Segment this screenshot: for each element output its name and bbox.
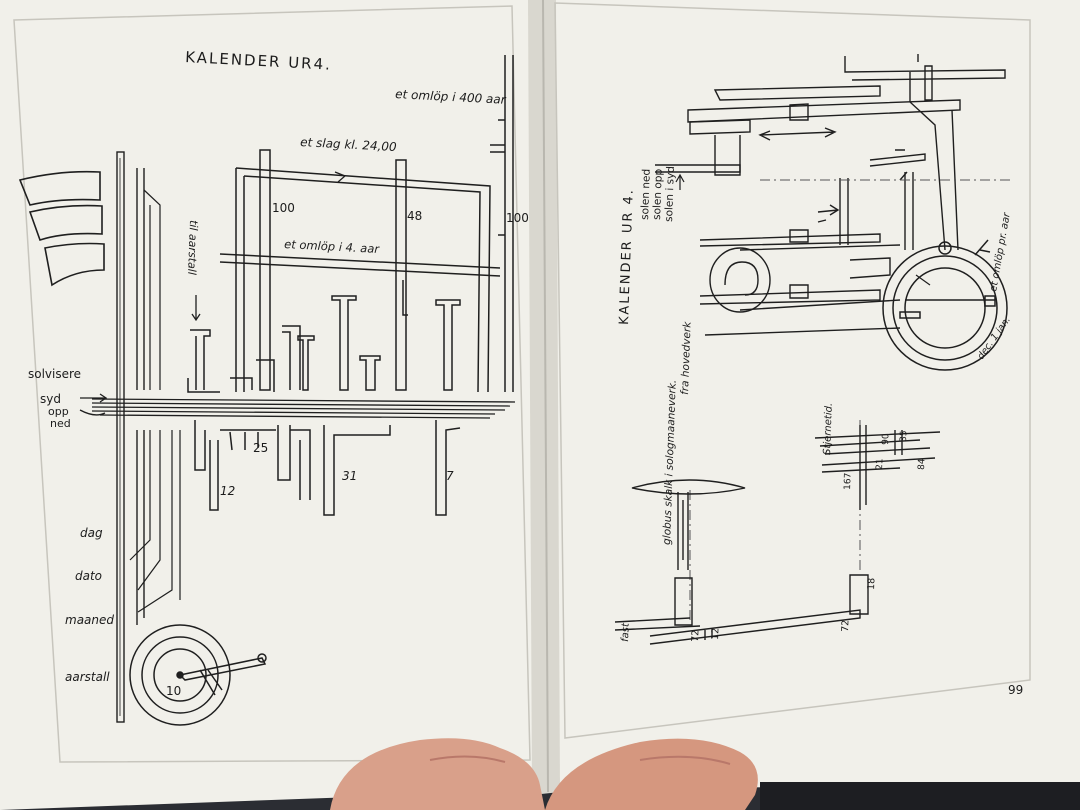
right-title: KALENDER UR 4. xyxy=(617,188,637,325)
label-fast: fast xyxy=(620,622,632,642)
label-globus: globus skalk i sologmaaneverk. xyxy=(661,380,679,546)
lower-wheels xyxy=(194,420,461,516)
book-cover-edge xyxy=(760,782,1080,810)
upper-linkage xyxy=(655,54,1006,251)
gear-21: 21 xyxy=(875,458,885,470)
gear-31: 31 xyxy=(342,469,357,483)
gear-18: 18 xyxy=(866,578,877,590)
gear-12-right: 12 xyxy=(710,628,721,640)
label-stjernetid: Stjernetid. xyxy=(822,403,835,455)
book-spine-shadow xyxy=(528,0,560,795)
label-til-aarstall: til aarstall xyxy=(185,220,200,275)
label-solen-i-syd: solen i syd xyxy=(663,166,677,222)
scale-rails xyxy=(116,151,181,723)
gear-25: 25 xyxy=(253,441,268,455)
gear-7: 7 xyxy=(446,469,454,483)
label-cycle-400: et omlöp i 400 aar xyxy=(395,87,507,107)
gear-167: 167 xyxy=(843,473,854,491)
gear-84: 84 xyxy=(917,458,927,470)
label-dag: dag xyxy=(80,526,103,540)
gear-48: 48 xyxy=(407,209,422,223)
label-fra-hovedverk: fra hovedverk xyxy=(679,321,694,396)
book-gutter xyxy=(542,0,549,793)
label-ned: ned xyxy=(50,417,71,430)
label-cycle-4: et omlöp i 4. aar xyxy=(284,237,381,256)
gear-100-right: 100 xyxy=(506,211,529,225)
year-dial xyxy=(882,239,1008,371)
gear-35: 35 xyxy=(899,430,909,442)
label-maaned: maaned xyxy=(65,613,114,627)
page-number: 99 xyxy=(1008,683,1023,697)
aarstall-dial xyxy=(129,624,267,726)
right-figure-frame xyxy=(554,2,1031,739)
left-figure-frame xyxy=(13,5,531,763)
label-solvisere: solvisere xyxy=(28,367,81,381)
right-labels: solen ned solen opp solen i syd fra hove… xyxy=(620,166,1023,697)
gear-72a: 72 xyxy=(690,630,701,642)
shaft-arrows xyxy=(79,171,347,416)
right-arrows xyxy=(675,173,931,286)
label-opp: opp xyxy=(48,405,69,418)
label-dato: dato xyxy=(75,569,102,583)
main-shaft xyxy=(91,398,516,419)
label-aarstall: aarstall xyxy=(65,670,110,684)
globus-mechanism xyxy=(614,479,869,645)
upper-frame xyxy=(187,55,514,393)
left-diagram: KALENDER UR4. xyxy=(18,48,529,726)
gear-90: 90 xyxy=(881,433,891,445)
right-page xyxy=(548,0,1080,790)
gear-12: 12 xyxy=(220,484,235,498)
right-diagram: KALENDER UR 4. xyxy=(614,54,1023,697)
hand-left-fingers xyxy=(330,738,545,810)
hand-crease xyxy=(429,755,731,765)
label-solen-ned: solen ned xyxy=(639,169,653,220)
label-solen-opp: solen opp xyxy=(651,168,665,220)
left-page xyxy=(0,0,545,810)
gear-100-left: 100 xyxy=(272,201,295,215)
stjernetid-mechanism xyxy=(814,425,941,510)
hand xyxy=(330,738,758,810)
label-syd: syd xyxy=(40,392,61,406)
segment-scales xyxy=(18,170,105,287)
gear-72b: 72 xyxy=(840,620,851,632)
spiral-mechanism xyxy=(699,172,914,336)
gear-10: 10 xyxy=(166,684,181,698)
hand-right-fingers xyxy=(545,738,758,810)
label-strike-24: et slag kl. 24,00 xyxy=(300,135,398,154)
left-labels: et omlöp i 400 aar et slag kl. 24,00 et … xyxy=(28,87,529,698)
